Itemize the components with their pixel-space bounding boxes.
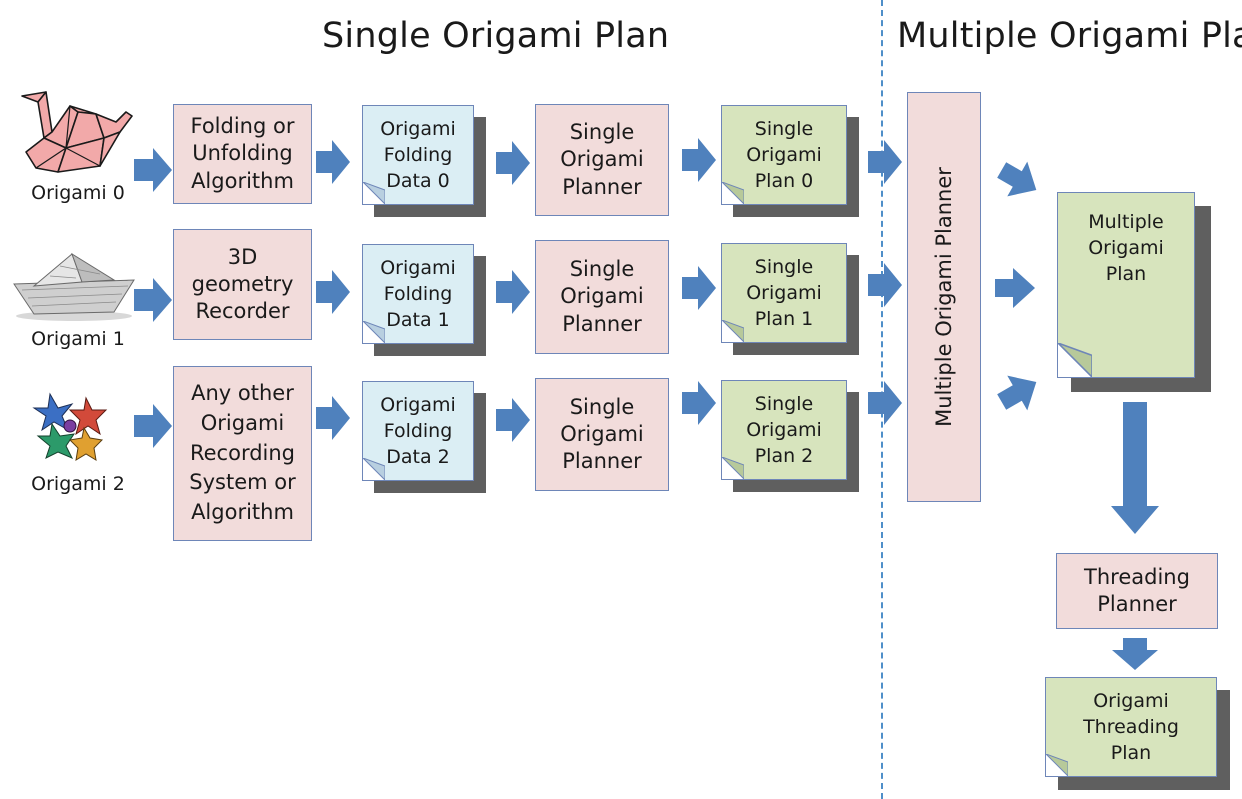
box-line: Single (569, 394, 635, 419)
doc-line: Single (754, 255, 814, 278)
box-line: System or (189, 470, 296, 495)
page-fold-icon (722, 182, 744, 204)
arrow-right-icon (496, 141, 530, 185)
doc-line: Origami (380, 256, 456, 279)
box-line: Single (569, 257, 635, 282)
origami-2-label: Origami 2 (31, 473, 125, 495)
single-origami-plan-title: Single Origami Plan (322, 16, 670, 56)
arrow-down-right-icon (997, 161, 1037, 197)
multiple-origami-plan-doc: Multiple Origami Plan (1057, 192, 1195, 378)
doc-line: Data 2 (386, 446, 450, 469)
box-line: Algorithm (191, 500, 294, 525)
page-fold-icon (722, 320, 744, 342)
arrow-right-icon (316, 396, 350, 440)
box-line: Any other (191, 380, 294, 405)
arrow-right-icon (868, 263, 902, 307)
arrow-right-icon (316, 270, 350, 314)
arrow-right-icon (682, 266, 716, 310)
doc-line: Data 0 (386, 170, 450, 193)
doc-line: Folding (383, 143, 453, 166)
box-line: Planner (562, 449, 642, 474)
arrow-right-icon (316, 140, 350, 184)
doc-line: Origami (746, 143, 822, 166)
doc-line: Origami (746, 418, 822, 441)
box-line: Origami (560, 421, 644, 446)
box-line: Folding or (190, 114, 295, 139)
box-line: Origami (200, 410, 285, 435)
origami-1-label: Origami 1 (31, 328, 125, 350)
page-fold-icon (1046, 754, 1068, 776)
single-origami-planner-box: Single Origami Planner (535, 240, 669, 354)
arrow-right-icon (995, 268, 1035, 308)
multiple-origami-planner-box: Multiple Origami Planner (907, 92, 981, 502)
doc-line: Origami (380, 393, 456, 416)
arrow-up-right-icon (997, 375, 1037, 411)
doc-line: Plan (1105, 263, 1147, 286)
doc-line: Single (754, 117, 814, 140)
origami-folding-data-0-doc: Origami Folding Data 0 (362, 105, 474, 205)
arrow-right-icon (134, 148, 172, 192)
arrow-down-icon (1111, 402, 1159, 534)
box-line: Unfolding (192, 141, 293, 166)
arrow-right-icon (496, 270, 530, 314)
single-origami-planner-box: Single Origami Planner (535, 378, 669, 491)
box-line: Planner (562, 174, 642, 199)
doc-line: Plan (1110, 742, 1152, 765)
arrow-right-icon (134, 404, 172, 448)
arrow-right-icon (496, 398, 530, 442)
origami-folding-data-1-doc: Origami Folding Data 1 (362, 244, 474, 344)
doc-line: Origami (746, 281, 822, 304)
arrow-right-icon (868, 381, 902, 425)
origami-threading-plan-doc: Origami Threading Plan (1045, 677, 1217, 777)
arrow-right-icon (134, 278, 172, 322)
doc-line: Origami (380, 117, 456, 140)
origami-folding-data-2-doc: Origami Folding Data 2 (362, 381, 474, 481)
arrow-down-icon (1112, 638, 1158, 670)
arrow-right-icon (868, 140, 902, 184)
box-line: geometry (191, 271, 294, 296)
box-line: 3D (227, 244, 258, 269)
threading-planner-box: Threading Planner (1056, 553, 1218, 629)
paper-boat-icon (10, 250, 138, 324)
origami-0-label: Origami 0 (31, 182, 125, 204)
page-fold-icon (1058, 343, 1092, 377)
doc-line: Plan 2 (754, 445, 814, 468)
doc-line: Origami (1088, 237, 1164, 260)
doc-line: Plan 1 (754, 308, 814, 331)
single-origami-plan-0-doc: Single Origami Plan 0 (721, 105, 847, 205)
folding-unfolding-algorithm-box: Folding or Unfolding Algorithm (173, 104, 312, 204)
doc-line: Plan 0 (754, 170, 814, 193)
doc-line: Threading (1083, 715, 1179, 738)
single-origami-plan-2-doc: Single Origami Plan 2 (721, 380, 847, 480)
page-fold-icon (722, 457, 744, 479)
box-line: Planner (562, 311, 642, 336)
doc-line: Origami (1093, 689, 1169, 712)
box-line: Recording (189, 440, 296, 465)
box-line: Planner (1097, 592, 1177, 616)
doc-line: Multiple (1088, 211, 1164, 233)
other-recording-system-box: Any other Origami Recording System or Al… (173, 366, 312, 541)
box-line: Recorder (195, 299, 290, 324)
paper-crane-icon (8, 88, 138, 180)
box-line: Origami (560, 147, 644, 172)
doc-line: Folding (383, 419, 453, 442)
multiple-origami-planner-label: Multiple Origami Planner (932, 167, 956, 427)
box-line: Threading (1084, 564, 1190, 589)
arrow-right-icon (682, 138, 716, 182)
box-line: Algorithm (191, 168, 294, 193)
origami-stars-icon (30, 390, 112, 462)
doc-line: Data 1 (386, 309, 450, 332)
box-line: Single (569, 120, 635, 145)
doc-line: Single (754, 392, 814, 415)
3d-geometry-recorder-box: 3D geometry Recorder (173, 229, 312, 340)
arrow-right-icon (682, 381, 716, 425)
multiple-origami-plan-title: Multiple Origami Plan (897, 16, 1242, 56)
doc-line: Folding (383, 282, 453, 305)
single-origami-plan-1-doc: Single Origami Plan 1 (721, 243, 847, 343)
box-line: Origami (560, 284, 644, 309)
single-origami-planner-box: Single Origami Planner (535, 104, 669, 216)
